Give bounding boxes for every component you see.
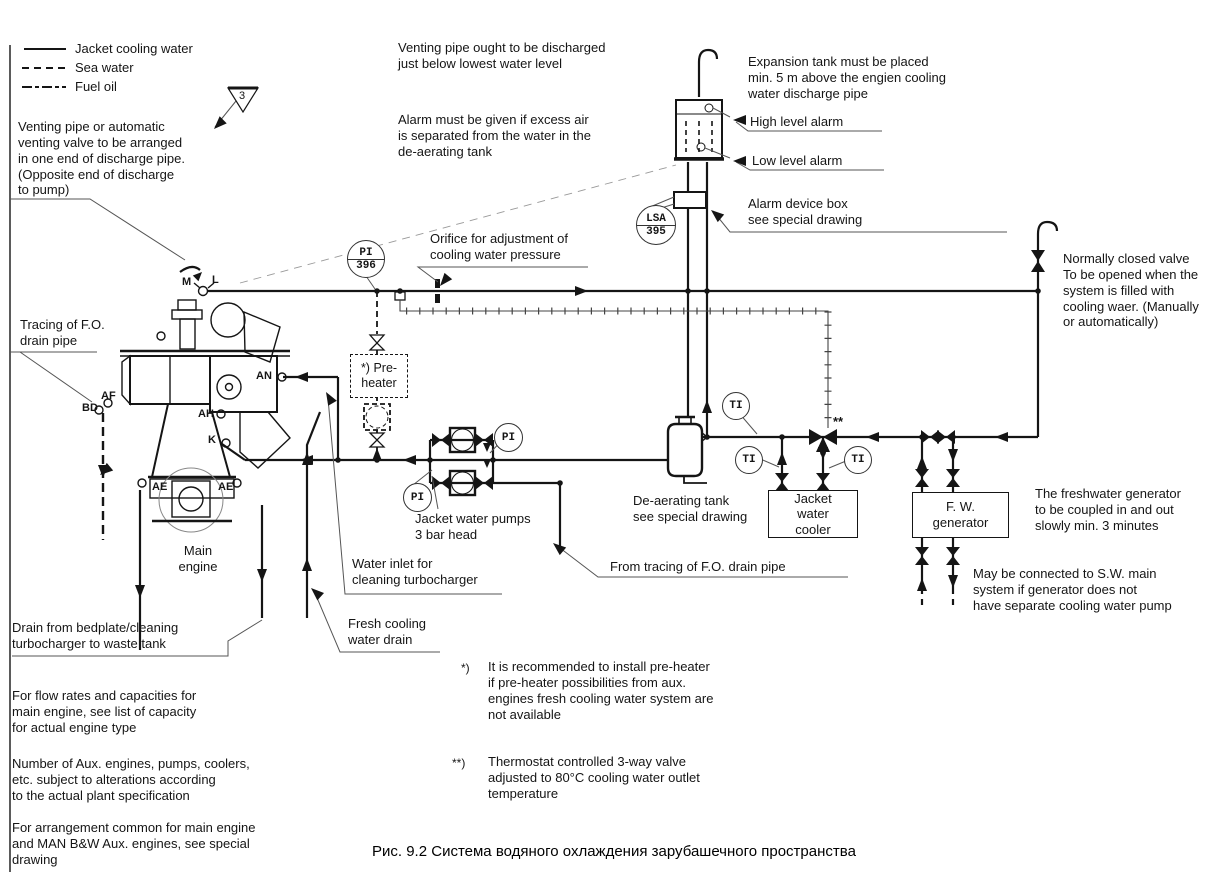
flow-arrows <box>98 286 1008 598</box>
note-venting-discharge: Venting pipe ought to be discharged just… <box>398 40 606 71</box>
note-drain-bedplate: Drain from bedplate/cleaning turbocharge… <box>12 620 179 651</box>
note-deaerating-tank: De-aerating tank see special drawing <box>633 493 748 524</box>
port-label-an: AN <box>256 370 272 382</box>
note-venting-arrange: Venting pipe or automatic venting valve … <box>18 119 185 198</box>
deaerating-tank <box>666 415 707 478</box>
pi-tag: PI <box>501 431 516 444</box>
preheater-branch <box>363 291 391 460</box>
legend-label-fuel-oil: Fuel oil <box>75 79 117 94</box>
label-jacket-pumps: Jacket water pumps 3 bar head <box>415 511 531 542</box>
label-fresh-drain: Fresh cooling water drain <box>348 616 427 647</box>
lsa-395-number: 395 <box>637 224 675 238</box>
note-normally-closed: Normally closed valve To be opened when … <box>1063 251 1199 330</box>
alarm-device-box <box>673 191 707 209</box>
pi-tag: PI <box>410 491 425 504</box>
note-alarm-excess-air: Alarm must be given if excess air is sep… <box>398 112 591 159</box>
main-engine-drawing <box>94 265 291 533</box>
note-flow-rates: For flow rates and capacities for main e… <box>12 688 197 735</box>
instrument-ti-2: TI <box>735 446 763 474</box>
vent-route-line <box>239 164 677 284</box>
port-label-ae-right: AE <box>218 481 234 493</box>
label-low-level-alarm: Low level alarm <box>752 153 843 168</box>
lsa-395-tag: LSA <box>646 212 666 225</box>
note-expansion-tank: Expansion tank must be placed min. 5 m a… <box>748 54 947 101</box>
label-high-level-alarm: High level alarm <box>750 114 844 129</box>
figure-caption: Рис. 9.2 Система водяного охлаждения зар… <box>372 843 856 860</box>
footnote1-text: It is recommended to install pre-heater … <box>488 659 714 722</box>
tracing-line <box>394 291 832 428</box>
legend-label-sea-water: Sea water <box>75 60 134 75</box>
port-label-ah: AH <box>198 408 214 420</box>
instrument-ti-3: TI <box>844 446 872 474</box>
label-water-inlet: Water inlet for cleaning turbocharger <box>352 556 478 587</box>
triangle-3-symbol <box>226 86 260 114</box>
footnote2-marker: **) <box>452 756 466 770</box>
jacket-water-pump-symbols <box>448 426 477 497</box>
instrument-pi-pump-bottom: PI <box>403 483 432 512</box>
port-label-af: AF <box>101 390 116 402</box>
pi-396-tag: PI <box>359 246 373 259</box>
footnote1-marker: *) <box>461 661 470 675</box>
pipe-junctions <box>335 288 1041 486</box>
port-label-k: K <box>208 434 216 446</box>
instrument-pi-396: PI 396 <box>347 240 385 278</box>
jacket-water-cooler-box: Jacket water cooler <box>768 490 858 538</box>
valve-symbols <box>432 250 1045 565</box>
port-label-l: L <box>212 274 219 286</box>
label-main-engine: Main engine <box>178 543 218 574</box>
ti-tag: TI <box>729 400 743 412</box>
label-from-tracing: From tracing of F.O. drain pipe <box>610 559 786 574</box>
legend-line-samples <box>22 48 66 88</box>
note-alarm-device-box: Alarm device box see special drawing <box>748 196 863 227</box>
port-label-bd: BD <box>82 402 98 414</box>
note-aux-number: Number of Aux. engines, pumps, coolers, … <box>12 756 250 803</box>
port-label-ae-left: AE <box>152 481 168 493</box>
ti-tag: TI <box>851 454 865 466</box>
instrument-lsa-395: LSA 395 <box>636 205 676 245</box>
three-way-valve-marker: ** <box>833 414 844 429</box>
port-label-m: M <box>182 276 192 288</box>
note-freshwater-gen: The freshwater generator to be coupled i… <box>1035 486 1181 533</box>
instrument-ti-1: TI <box>722 392 750 420</box>
note-orifice: Orifice for adjustment of cooling water … <box>430 231 568 262</box>
pi-396-number: 396 <box>348 258 384 272</box>
note-arrangement: For arrangement common for main engine a… <box>12 820 256 867</box>
triangle-3-number: 3 <box>239 90 246 102</box>
legend-label-jacket-cooling-water: Jacket cooling water <box>75 41 193 56</box>
footnote2-text: Thermostat controlled 3-way valve adjust… <box>488 754 700 801</box>
ti-tag: TI <box>742 454 756 466</box>
note-tracing-fo: Tracing of F.O. drain pipe <box>20 317 105 348</box>
note-sw-main: May be connected to S.W. main system if … <box>973 566 1172 613</box>
expansion-tank <box>674 99 724 161</box>
instrument-pi-pump-top: PI <box>494 423 523 452</box>
preheater-box: *) Pre- heater <box>350 354 408 398</box>
fw-generator-box: F. W. generator <box>912 492 1009 538</box>
